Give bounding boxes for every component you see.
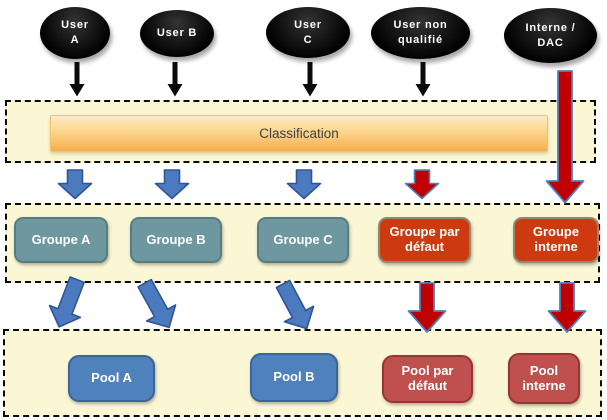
node-pool-interne: Pool interne — [508, 353, 580, 404]
node-groupe-b: Groupe B — [130, 217, 222, 263]
arrow-class-to-group-defaut-icon — [404, 169, 440, 200]
arrow-interne-dac-to-group-icon — [545, 70, 585, 204]
node-groupe-a: Groupe A — [14, 217, 108, 263]
node-label: Pool B — [273, 369, 315, 385]
node-label: Interne / — [525, 21, 576, 34]
node-groupe-c: Groupe C — [257, 217, 349, 263]
node-groupe-par-defaut: Groupe par défaut — [378, 217, 471, 263]
node-interne-dac: Interne / DAC — [504, 8, 597, 63]
node-user-c: User C — [266, 7, 350, 58]
arrow-group-b-to-pool-a-icon — [137, 278, 177, 329]
arrow-class-to-group-b-icon — [154, 169, 190, 200]
node-label: Pool A — [91, 370, 132, 386]
arrow-user-b-down-icon — [167, 62, 183, 97]
node-label: défaut — [405, 239, 444, 254]
arrow-user-a-down-icon — [69, 62, 85, 97]
node-label: User — [61, 19, 89, 32]
arrow-class-to-group-c-icon — [286, 169, 322, 200]
arrow-group-c-to-pool-b-icon — [275, 279, 315, 330]
arrow-group-defaut-to-pool-defaut-icon — [407, 282, 447, 333]
arrow-group-interne-to-pool-interne-icon — [547, 282, 587, 333]
node-label: Groupe B — [146, 231, 206, 247]
arrow-user-c-down-icon — [302, 62, 318, 97]
node-groupe-interne: Groupe interne — [513, 217, 599, 263]
node-label: interne — [522, 377, 566, 393]
node-pool-par-defaut: Pool par défaut — [382, 355, 473, 403]
node-label: A — [70, 34, 80, 46]
node-user-non-qualifie: User non qualifié — [371, 7, 470, 59]
node-label: DAC — [537, 36, 564, 49]
node-label: C — [303, 33, 313, 46]
node-pool-b: Pool B — [250, 353, 338, 402]
node-label: Groupe A — [31, 231, 91, 247]
node-label: interne — [534, 239, 578, 254]
node-label: Groupe — [532, 224, 580, 240]
node-user-b: User B — [140, 10, 214, 57]
arrow-user-nq-down-icon — [415, 62, 431, 97]
node-label: qualifié — [398, 34, 443, 46]
arrow-class-to-group-a-icon — [57, 169, 93, 200]
node-label: défaut — [408, 378, 447, 393]
node-label: Groupe par — [389, 224, 460, 240]
classification-bar: Classification — [50, 115, 548, 152]
node-label: User — [294, 18, 322, 31]
node-label: Pool — [529, 362, 559, 378]
node-label: Pool par — [401, 363, 454, 379]
classification-label: Classification — [259, 126, 339, 141]
node-label: User non — [393, 19, 448, 32]
node-label: Groupe C — [273, 231, 333, 247]
arrow-group-a-to-pool-a-icon — [48, 276, 85, 328]
node-label: User B — [156, 27, 198, 40]
node-pool-a: Pool A — [68, 355, 155, 402]
node-user-a: User A — [40, 7, 110, 59]
